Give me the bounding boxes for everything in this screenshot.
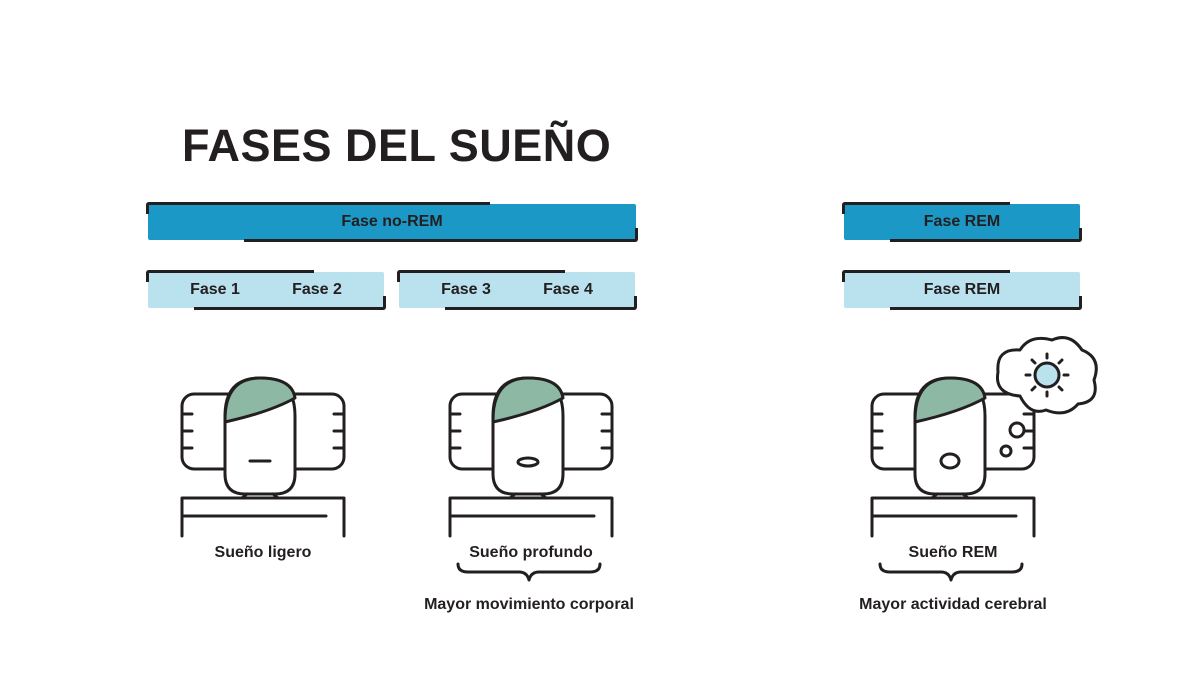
rem-sleep-note: Mayor actividad cerebral [859, 596, 1047, 613]
light-sleep-caption: Sueño ligero [214, 544, 312, 561]
rem-sleep-brace-icon [878, 562, 1024, 582]
light-sleep-person-icon [180, 376, 346, 538]
phase-3-label: Fase 3 [441, 281, 491, 298]
deep-sleep-brace-icon [456, 562, 602, 582]
phase-2-label: Fase 2 [292, 281, 342, 298]
rem-bar-top: Fase REM [842, 202, 1082, 242]
rem-bar-bottom: Fase REM [842, 270, 1082, 310]
non-rem-bar: Fase no-REM [146, 202, 638, 242]
phase-3-4-bar: Fase 3 Fase 4 [397, 270, 637, 310]
rem-bottom-label: Fase REM [923, 281, 1001, 298]
phase-1-2-bar: Fase 1 Fase 2 [146, 270, 386, 310]
page-title: FASES DEL SUEÑO [182, 120, 612, 171]
rem-sleep-caption: Sueño REM [908, 544, 998, 561]
rem-sleep-person-icon [870, 336, 1098, 538]
phase-4-label: Fase 4 [543, 281, 593, 298]
phase-1-label: Fase 1 [190, 281, 240, 298]
deep-sleep-caption: Sueño profundo [469, 544, 593, 561]
deep-sleep-note: Mayor movimiento corporal [424, 596, 634, 613]
deep-sleep-person-icon [448, 376, 614, 538]
non-rem-label: Fase no-REM [341, 213, 443, 230]
rem-top-label: Fase REM [923, 213, 1001, 230]
